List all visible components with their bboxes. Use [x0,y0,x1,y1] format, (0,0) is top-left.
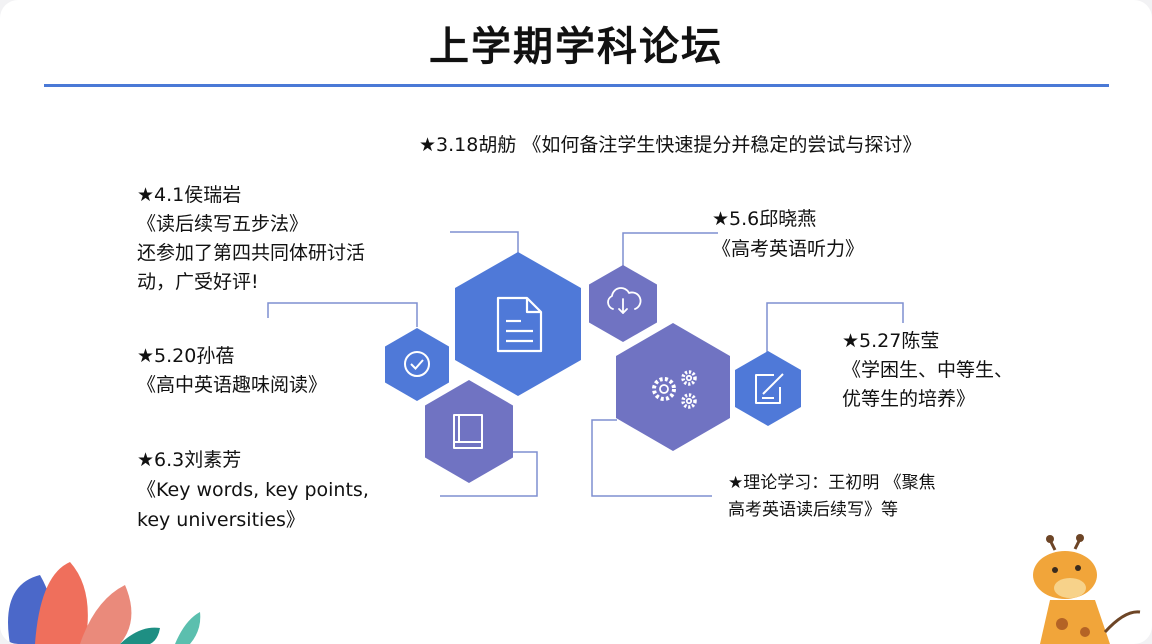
entry-hou-ruiyan: ★4.1侯瑞岩 《读后续写五步法》 还参加了第四共同体研讨活 动，广受好评! [137,181,365,297]
entry-line: 《高考英语听力》 [712,238,865,260]
document-icon [496,296,543,353]
entry-line: 《Key words, key points, [137,479,369,501]
connector-line [622,232,718,266]
hexagon-book [425,380,513,483]
entry-line: ★3.18胡舫 《如何备注学生快速提分并稳定的尝试与探讨》 [419,134,922,156]
entry-line: ★理论学习：王初明 《聚焦 [728,473,936,493]
entry-hu-fang: ★3.18胡舫 《如何备注学生快速提分并稳定的尝试与探讨》 [419,132,921,159]
page-title: 上学期学科论坛 [429,24,723,70]
entry-line: 优等生的培养》 [842,388,976,410]
entry-line: 动，广受好评! [137,271,259,293]
cloud-download-icon [607,287,642,314]
edit-icon [755,373,784,404]
entry-qiu-xiaoyan: ★5.6邱晓燕 《高考英语听力》 [712,204,864,264]
check-circle-icon [404,351,430,377]
entry-sun-bei: ★5.20孙蓓 《高中英语趣味阅读》 [137,342,327,400]
entry-line: ★4.1侯瑞岩 [137,184,242,206]
entry-line: 《读后续写五步法》 [137,213,309,235]
connector-line [591,419,712,497]
entry-line: 还参加了第四共同体研讨活 [137,242,366,264]
connector-line [450,231,519,256]
gears-icon [652,370,697,409]
connector-line [766,302,904,352]
entry-theory-study: ★理论学习：王初明 《聚焦 高考英语读后续写》等 [728,470,936,524]
entry-liu-sufang: ★6.3刘素芳 《Key words, key points, key univ… [137,445,369,535]
hexagon-check [385,328,449,401]
entry-line: 《学困生、中等生、 [842,359,1014,381]
leaves-decoration [8,562,201,644]
entry-line: 《高中英语趣味阅读》 [137,374,328,396]
connector-line [267,302,418,327]
giraffe-decoration [1033,534,1141,644]
entry-line: ★6.3刘素芳 [137,449,242,471]
connector-line [440,451,538,497]
book-icon [453,414,483,449]
entry-line: 高考英语读后续写》等 [728,500,898,520]
entry-line: ★5.27陈莹 [842,330,940,352]
entry-line: ★5.6邱晓燕 [712,208,817,230]
entry-chen-ying: ★5.27陈莹 《学困生、中等生、 优等生的培养》 [842,327,1013,414]
hexagon-document [455,252,581,396]
entry-line: key universities》 [137,509,305,531]
entry-line: ★5.20孙蓓 [137,345,235,367]
title-divider [44,84,1109,87]
